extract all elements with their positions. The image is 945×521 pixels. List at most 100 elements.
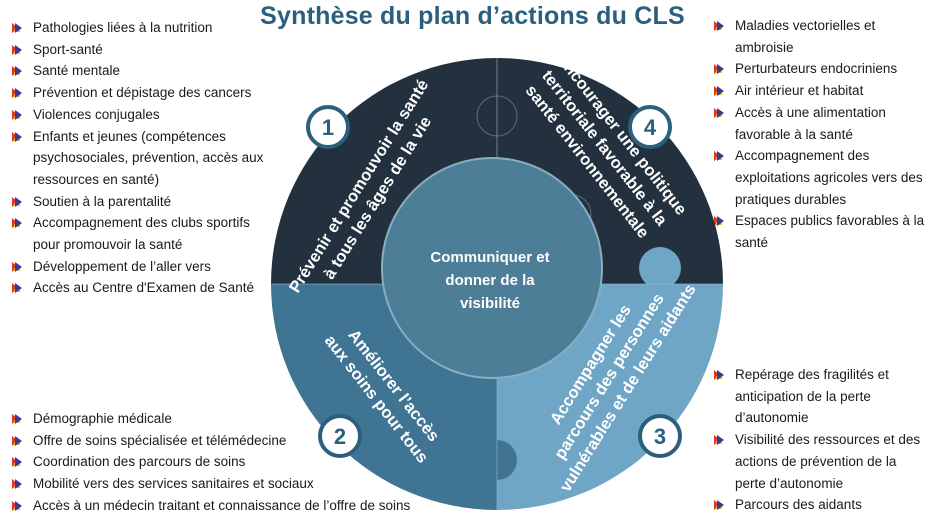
list-item: Repérage des fragilités et (708, 364, 920, 386)
list-item: Visibilité des ressources et des (708, 429, 920, 451)
segment-3-number-badge: 3 (638, 414, 682, 458)
list-item-text: Soutien à la parentalité (33, 193, 172, 209)
segment-3-number: 3 (654, 424, 666, 449)
list-item: Offre de soins spécialisée et télémédeci… (6, 430, 410, 452)
list-item-text: Accompagnement des clubs sportifs (33, 215, 250, 231)
page-title: Synthèse du plan d’actions du CLS (260, 2, 685, 30)
list-item-text: Pathologies liées à la nutrition (33, 20, 213, 35)
center-piece (381, 157, 603, 379)
arrow-bullet-icon (12, 414, 22, 424)
list-item: exploitations agricoles vers des (708, 167, 924, 189)
arrow-bullet-icon (12, 44, 22, 55)
list-item-text: exploitations agricoles vers des (735, 169, 923, 185)
list-item-text: Accès à une alimentation (735, 104, 886, 120)
arrow-bullet-icon (714, 21, 724, 31)
list-item-text: Maladies vectorielles et (735, 18, 876, 33)
list-item-text: Démographie médicale (33, 411, 172, 426)
list-item: Enfants et jeunes (compétences (6, 126, 263, 148)
arrow-bullet-icon (714, 86, 724, 97)
list-item: Démographie médicale (6, 408, 410, 430)
center-text-line-2: donner de la (445, 272, 535, 289)
list-item-text: perte d’autonomie (735, 475, 844, 491)
list-item: ressources en santé) (6, 169, 263, 191)
arrow-bullet-icon (12, 261, 22, 272)
list-item: d’autonomie (708, 407, 920, 429)
list-item-text: Santé mentale (33, 63, 121, 79)
arrow-bullet-icon (12, 88, 22, 99)
axis-3-action-list: Repérage des fragilités et anticipation d… (708, 364, 920, 516)
list-item: Coordination des parcours de soins (6, 451, 410, 473)
list-item: pour promouvoir la santé (6, 234, 263, 256)
arrow-bullet-icon (714, 64, 724, 75)
list-item: Soutien à la parentalité (6, 191, 263, 213)
puzzle-tab-right (639, 247, 681, 289)
center-text-line-1: Communiquer et (430, 249, 549, 266)
list-item: Accès à une alimentation (708, 102, 924, 124)
arrow-bullet-icon (12, 66, 22, 77)
list-item: Espaces publics favorables à la (708, 210, 924, 232)
list-item: Maladies vectorielles et (708, 15, 924, 37)
list-item: favorable à la santé (708, 124, 924, 146)
arrow-bullet-icon (714, 151, 724, 162)
list-item: anticipation de la perte (708, 386, 920, 408)
arrow-bullet-icon (12, 23, 22, 33)
segment-4-number-badge: 4 (628, 105, 672, 149)
list-item-text: Sport-santé (33, 41, 103, 57)
arrow-bullet-icon (12, 457, 22, 468)
list-item: Développement de l’aller vers (6, 256, 263, 278)
list-item-text: psychosociales, prévention, accès aux (33, 150, 264, 166)
list-item: Mobilité vers des services sanitaires et… (6, 473, 410, 495)
arrow-bullet-icon (714, 216, 724, 227)
list-item-text: Visibilité des ressources et des (735, 432, 921, 448)
arrow-bullet-icon (714, 500, 724, 511)
list-item-text: Air intérieur et habitat (735, 83, 864, 99)
arrow-bullet-icon (12, 479, 22, 490)
list-item-text: Mobilité vers des services sanitaires et… (33, 476, 314, 492)
arrow-bullet-icon (12, 435, 22, 446)
list-item-text: ambroisie (735, 39, 794, 55)
list-item-text: Accès au Centre d'Examen de Santé (33, 280, 254, 296)
arrow-bullet-icon (12, 196, 22, 207)
list-item-text: Espaces publics favorables à la (735, 213, 925, 229)
segment-4-number: 4 (644, 115, 657, 140)
list-item-text: Prévention et dépistage des cancers (33, 85, 252, 101)
list-item-text: favorable à la santé (735, 126, 853, 142)
arrow-bullet-icon (12, 283, 22, 294)
list-item-text: actions de prévention de la (735, 453, 897, 469)
list-item: pratiques durables (708, 189, 924, 211)
list-item: Accompagnement des clubs sportifs (6, 212, 263, 234)
list-item-text: Offre de soins spécialisée et télémédeci… (33, 432, 287, 448)
list-item-text: Parcours des aidants (735, 497, 862, 513)
list-item: Accès au Centre d'Examen de Santé (6, 277, 263, 299)
list-item-text: pratiques durables (735, 191, 847, 207)
list-item: Air intérieur et habitat (708, 80, 924, 102)
list-item-text: santé (735, 235, 769, 251)
segment-1-number-badge: 1 (306, 105, 350, 149)
list-item: Prévention et dépistage des cancers (6, 82, 263, 104)
center-text-line-3: visibilité (460, 295, 520, 312)
list-item-text: pour promouvoir la santé (33, 237, 183, 253)
list-item-text: Développement de l’aller vers (33, 258, 211, 274)
arrow-bullet-icon (12, 218, 22, 229)
list-item-text: Repérage des fragilités et (735, 367, 889, 382)
arrow-bullet-icon (714, 435, 724, 446)
list-item: actions de prévention de la (708, 451, 920, 473)
list-item: Accès à un médecin traitant et connaissa… (6, 495, 410, 517)
list-item: Perturbateurs endocriniens (708, 58, 924, 80)
list-item-text: Accès à un médecin traitant et connaissa… (33, 497, 411, 513)
list-item: Sport-santé (6, 39, 263, 61)
list-item-text: Enfants et jeunes (compétences (33, 128, 226, 144)
arrow-bullet-icon (714, 370, 724, 380)
arrow-bullet-icon (12, 500, 22, 511)
list-item: perte d’autonomie (708, 473, 920, 495)
list-item: psychosociales, prévention, accès aux (6, 147, 263, 169)
segment-2-number: 2 (334, 424, 346, 449)
list-item: Santé mentale (6, 60, 263, 82)
segment-1-number: 1 (322, 115, 334, 140)
list-item-text: Perturbateurs endocriniens (735, 61, 898, 77)
list-item-text: ressources en santé) (33, 171, 160, 187)
arrow-bullet-icon (714, 107, 724, 118)
